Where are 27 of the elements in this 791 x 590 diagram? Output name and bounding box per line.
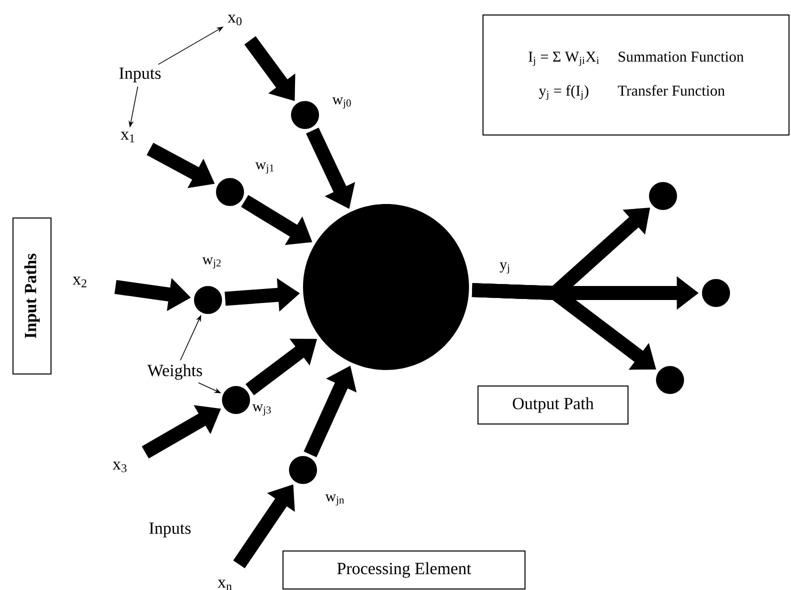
input-label: Inputs [149,522,191,538]
output-dot [656,366,684,394]
input-symbol: x$_{n}$ [218,580,232,590]
output-dot [702,279,730,307]
input-symbol: x$_{2}$ [72,276,86,288]
caption-box: Processing Element [282,550,526,590]
weight-dot [291,101,319,129]
weight-dot [222,386,250,414]
weight-label: w$_{j1}$ [255,162,274,174]
input-symbol: x$_{0}$ [228,14,242,26]
input-label: Inputs [119,68,161,82]
formula-box: I$_{j}$ = Σ W$_{ji}$X$_{i}$ Summation Function y$_{j}$ = f(I$_{j}$) Transfer Function [482,14,790,136]
weight-label: w$_{j0}$ [332,97,351,109]
weight-dot [194,286,222,314]
weight-dot [289,456,317,484]
weight-dot [216,178,244,206]
caption-box: Input Paths [12,218,52,374]
weights-label: Weights [147,364,202,380]
input-symbol: x$_{1}$ [120,132,134,142]
weight-label: w$_{j3}$ [252,404,271,416]
caption-box: Output Path [478,386,628,424]
edge-label: y$_{j}$ [498,261,512,275]
processing-element-circle [303,204,469,370]
weight-label: w$_{jn}$ [325,494,344,506]
weight-label: w$_{j2}$ [202,257,221,269]
input-symbol: x$_{3}$ [112,462,127,472]
output-dot [649,182,677,210]
